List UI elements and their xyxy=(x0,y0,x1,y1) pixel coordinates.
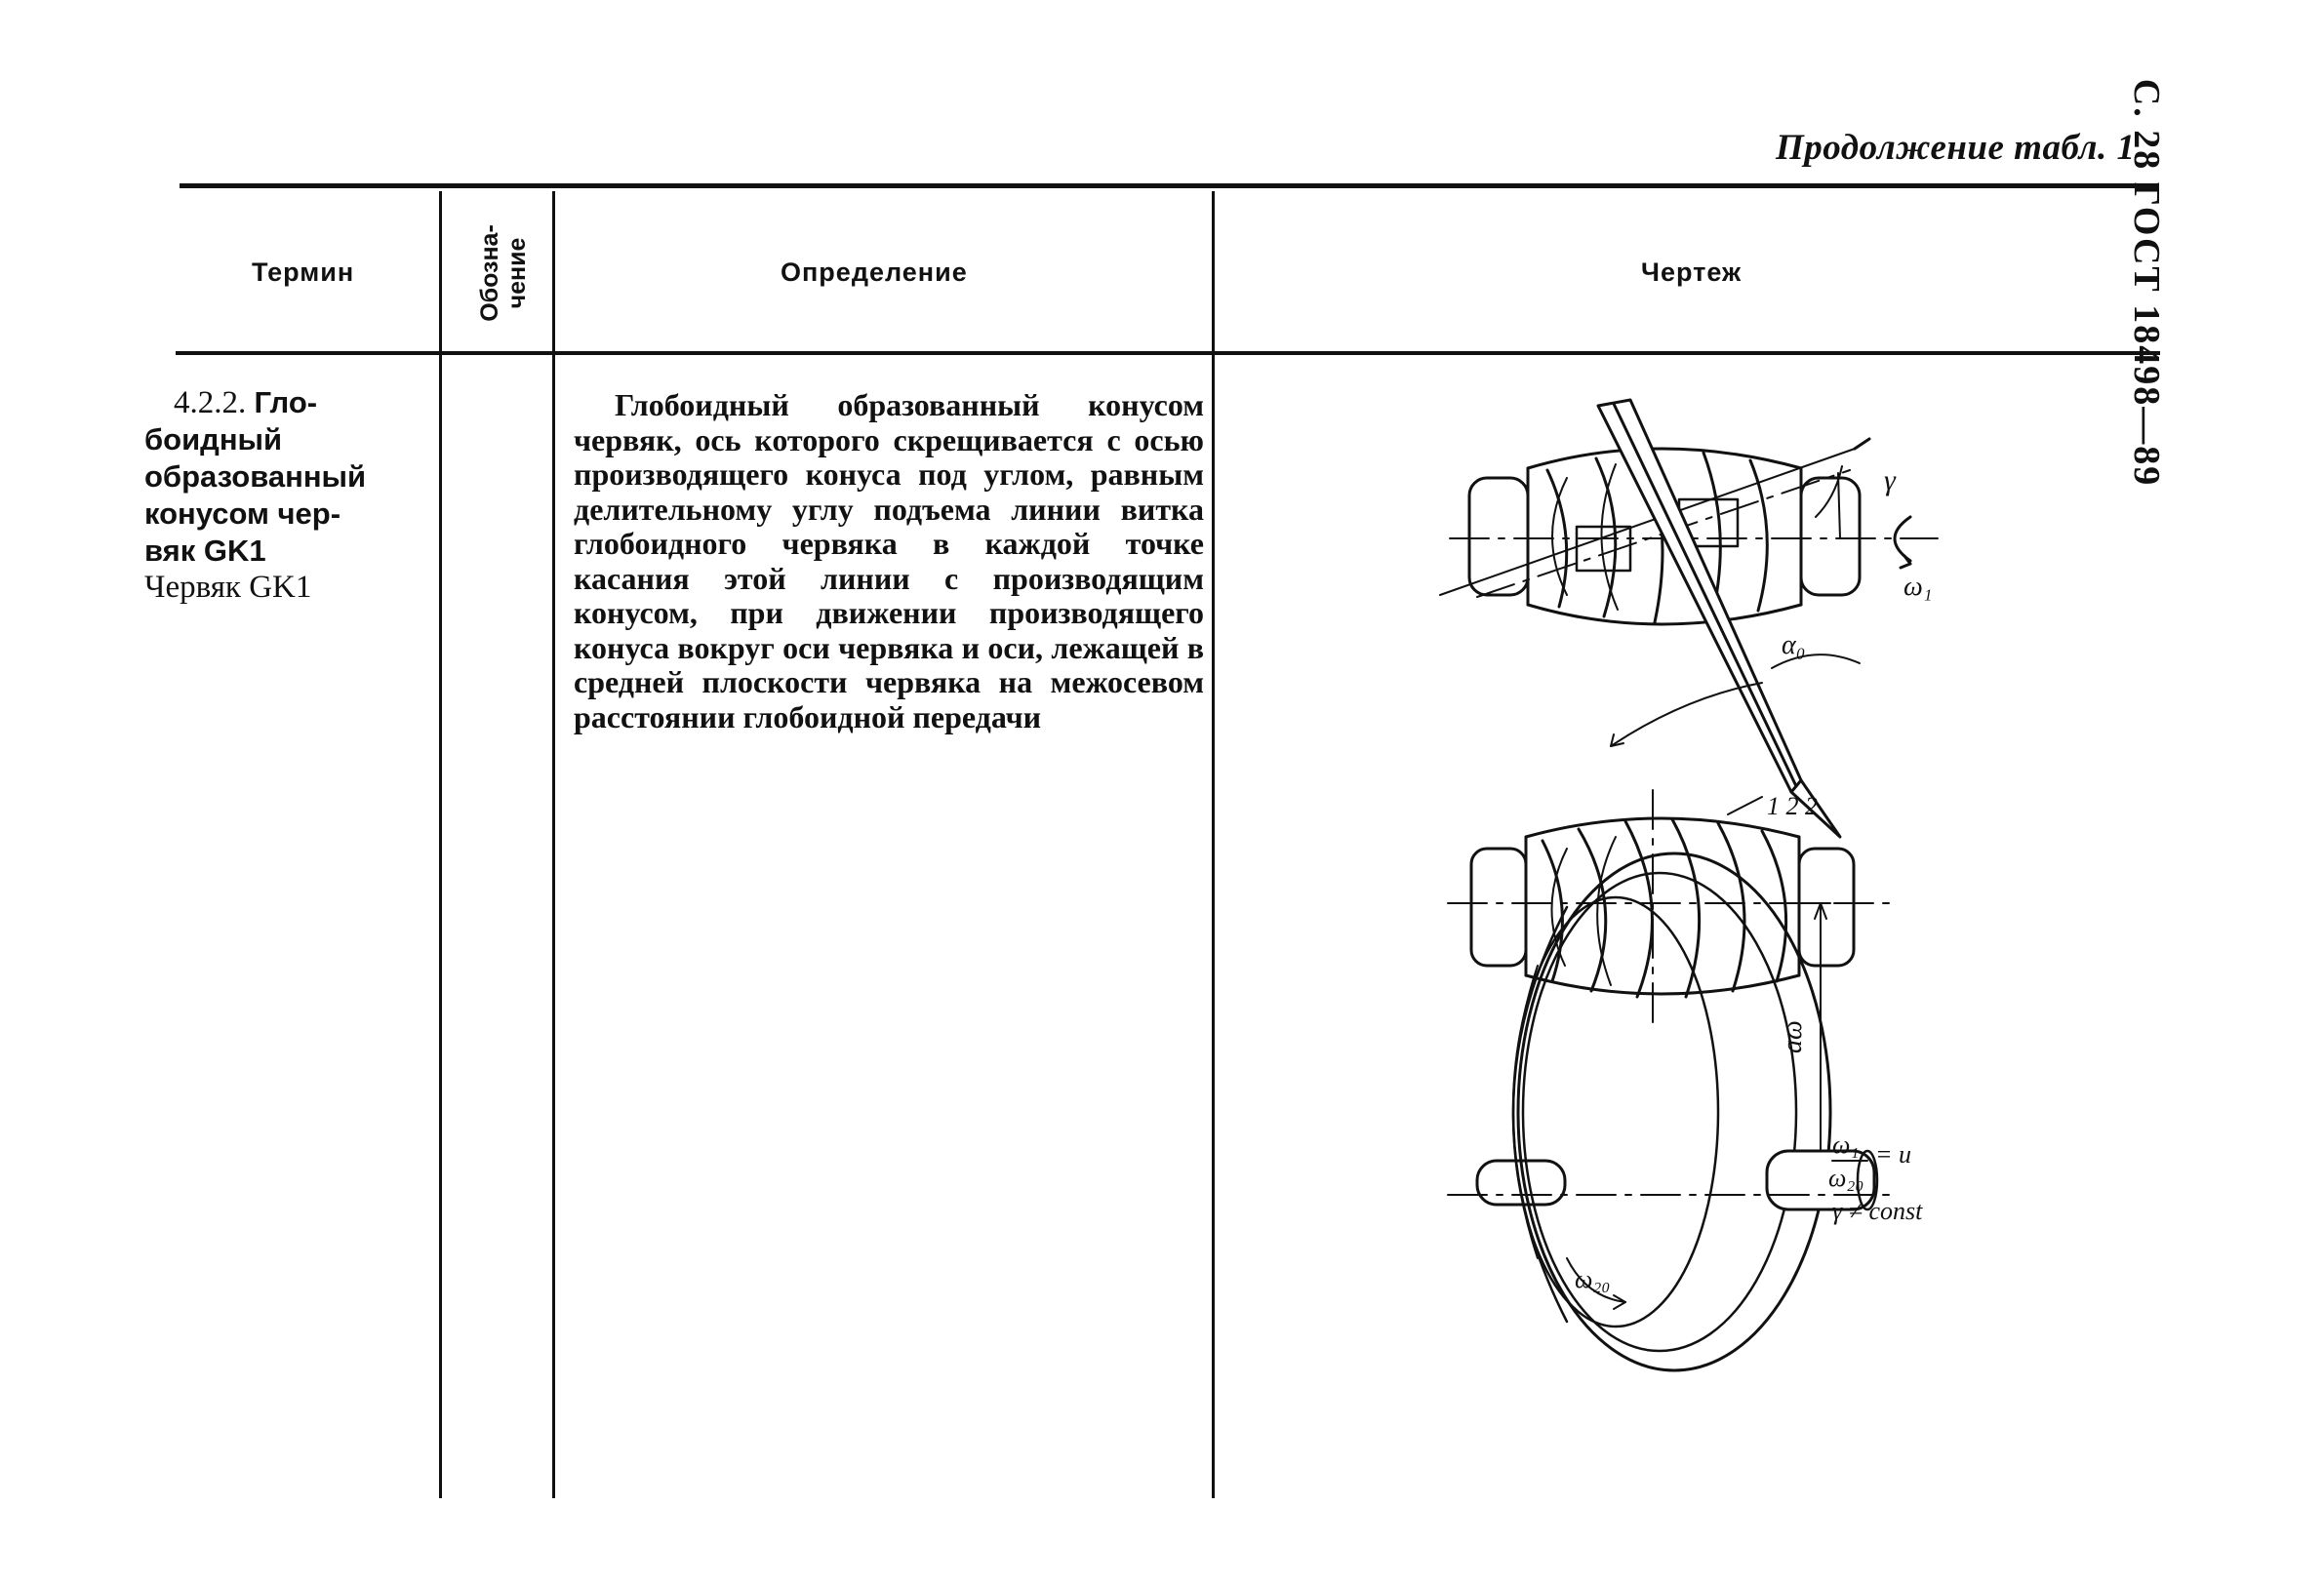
label-gamma: γ xyxy=(1884,464,1897,496)
term-short-name: Червяк GK1 xyxy=(144,570,312,605)
definition-text: Глобоидный образованный конусом червяк, … xyxy=(574,387,1204,734)
header-term: Термин xyxy=(252,258,355,287)
term-line-2: боидный xyxy=(144,422,283,456)
label-aw: aω xyxy=(1778,1020,1808,1053)
term-line-3: образованный xyxy=(144,459,367,494)
worm-gear-drawing: γ ω₁ α₀ 1 2 2 aω xyxy=(1439,398,1939,1372)
header-designation: Обозна- чение xyxy=(476,224,531,322)
term-line-5: вяк GK1 xyxy=(144,534,266,568)
header-definition: Определение xyxy=(781,258,968,287)
label-ratio-numerator: ω₁ xyxy=(1832,1130,1859,1159)
page-reference: С. 28 ГОСТ 18498—89 xyxy=(2126,78,2167,488)
continuation-caption: Продолжение табл. 1 xyxy=(1776,128,2136,168)
label-ratio-denominator: ω₂₀ xyxy=(1828,1164,1863,1192)
label-omega20: ω₂₀ xyxy=(1575,1265,1610,1293)
column-divider-3 xyxy=(1212,191,1215,1498)
column-divider-1 xyxy=(439,191,442,1498)
bottom-worm-wheel-figure: 1 2 2 aω ω₂₀ ω₁ ω₂₀ = u γ ≠ const xyxy=(1447,789,1923,1372)
table-header-rule xyxy=(176,351,2160,355)
term-line-4: конусом чер- xyxy=(144,496,341,531)
header-drawing: Чертеж xyxy=(1641,258,1743,287)
term-line-1: Гло- xyxy=(254,385,318,419)
term-cell: 4.2.2. Гло- боидный образованный конусом… xyxy=(144,384,408,606)
label-ratio-equals: = u xyxy=(1875,1140,1911,1169)
definition-cell: Глобоидный образованный конусом червяк, … xyxy=(574,387,1204,734)
table-top-rule xyxy=(180,183,2158,188)
top-worm-figure: γ ω₁ α₀ xyxy=(1439,398,1939,839)
label-omega1: ω₁ xyxy=(1903,572,1933,602)
label-alpha0: α₀ xyxy=(1782,630,1805,660)
label-gamma-const: γ ≠ const xyxy=(1832,1197,1923,1225)
term-number: 4.2.2. xyxy=(174,385,247,420)
label-marks-122: 1 2 2 xyxy=(1767,792,1818,820)
column-divider-2 xyxy=(552,191,555,1498)
